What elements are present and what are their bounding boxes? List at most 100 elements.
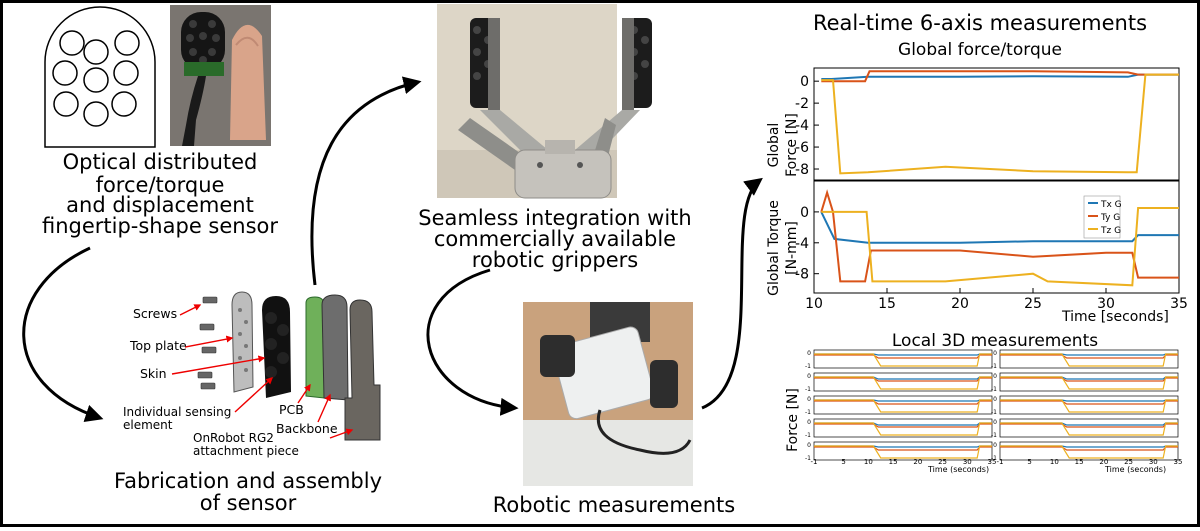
force-ytick-label: -8 bbox=[795, 162, 809, 178]
local-ytick-label: -1 bbox=[991, 386, 997, 393]
local-series-orange bbox=[1000, 377, 1178, 382]
local-panel bbox=[999, 349, 1179, 369]
torque-plot-frame bbox=[813, 180, 1180, 294]
fabrication-caption-line-1: Fabrication and assembly bbox=[114, 469, 382, 493]
integration-caption-line-3: robotic grippers bbox=[472, 248, 638, 272]
local-xtick-label: 35 bbox=[988, 458, 997, 466]
local-ytick-label: 0 bbox=[807, 373, 811, 380]
legend-label-0: Tx G bbox=[1100, 200, 1122, 210]
torque-xtick-label: 30 bbox=[1097, 296, 1115, 312]
local-series-yellow bbox=[1000, 376, 1178, 390]
torque-ytick-label: 0 bbox=[800, 205, 809, 221]
arrow-fabrication-to-integration bbox=[310, 76, 422, 286]
local-3d-charts: 0-10-10-10-10-10-10-10-10-10-1 Force [N]… bbox=[785, 349, 1183, 474]
torque-xtick-label: 20 bbox=[951, 296, 969, 312]
local-ytick-label: -1 bbox=[991, 409, 997, 416]
local-xtick-label: 15 bbox=[1075, 458, 1084, 466]
label-pcb: PCB bbox=[279, 402, 304, 417]
local-ytick-label: -1 bbox=[805, 386, 811, 393]
local-ytick-label: 0 bbox=[807, 442, 811, 449]
local-xtick-label: 15 bbox=[889, 458, 898, 466]
local-ytick-label: -1 bbox=[805, 363, 811, 370]
global-title: Global force/torque bbox=[898, 40, 1062, 60]
global-force-chart: 0-2-4-6-8 Global Force [N] bbox=[766, 67, 1180, 181]
local-xtick-label: 35 bbox=[1174, 458, 1183, 466]
flow-arrows bbox=[22, 76, 763, 423]
local-xtick-label: -1 bbox=[811, 458, 818, 466]
local-xtick-label: 5 bbox=[841, 458, 845, 466]
sensor-photo bbox=[170, 5, 271, 146]
local-ytick-label: 0 bbox=[993, 419, 997, 426]
local-ytick-label: 0 bbox=[807, 396, 811, 403]
arrow-integration-to-robotic bbox=[426, 268, 519, 416]
local-ytick-label: -1 bbox=[805, 432, 811, 439]
local-ytick-label: 0 bbox=[993, 373, 997, 380]
label-top-plate: Top plate bbox=[129, 338, 187, 353]
arrow-sensor-to-fabrication bbox=[22, 246, 104, 423]
local-xtick-label: 30 bbox=[963, 458, 972, 466]
torque-xtick-label: 10 bbox=[805, 296, 823, 312]
label-screws: Screws bbox=[133, 306, 177, 321]
torque-xtick-label: 25 bbox=[1024, 296, 1042, 312]
local-panel bbox=[813, 372, 993, 392]
force-plot-frame bbox=[813, 67, 1180, 181]
label-sensing-element-line-1: Individual sensing bbox=[123, 405, 231, 419]
local-series-orange bbox=[814, 377, 992, 382]
local-xtick-label: 10 bbox=[1050, 458, 1059, 466]
local-series-yellow bbox=[814, 353, 992, 367]
force-series-2 bbox=[821, 73, 1179, 175]
local-panel bbox=[813, 395, 993, 415]
sensor-caption-line-3: and displacement bbox=[66, 193, 254, 217]
local-panel bbox=[999, 418, 1179, 438]
torque-legend: Tx G Ty G Tz G bbox=[1083, 195, 1122, 239]
torque-ytick-label: -8 bbox=[795, 267, 809, 283]
integration-caption-line-1: Seamless integration with bbox=[418, 206, 691, 230]
local-panel bbox=[813, 418, 993, 438]
local-series-yellow bbox=[1000, 422, 1178, 436]
local-series-orange bbox=[1000, 354, 1178, 359]
local-series-yellow bbox=[814, 422, 992, 436]
robotic-caption: Robotic measurements bbox=[493, 493, 735, 517]
force-ylabel-line-2: Force [N] bbox=[784, 113, 800, 177]
local-series-orange bbox=[814, 400, 992, 405]
torque-series-1 bbox=[820, 189, 1179, 283]
legend-label-1: Ty G bbox=[1100, 213, 1120, 223]
local-series-yellow bbox=[1000, 353, 1178, 367]
local-xtick-label: 20 bbox=[913, 458, 922, 466]
sensor-caption-line-2: force/torque bbox=[96, 173, 225, 197]
gripper-photo bbox=[437, 4, 652, 199]
local-xtick-label: -1 bbox=[997, 458, 1004, 466]
local-ytick-label: -1 bbox=[805, 455, 811, 462]
sensor-schematic bbox=[44, 6, 156, 148]
force-ytick-label: -2 bbox=[795, 96, 809, 112]
local-series-yellow bbox=[1000, 445, 1178, 459]
sensor-assembly-view bbox=[197, 291, 381, 441]
arrow-robotic-to-measurements bbox=[701, 177, 763, 410]
local-panel bbox=[813, 441, 993, 461]
sensor-caption-line-1: Optical distributed bbox=[63, 150, 258, 174]
local-panel bbox=[999, 395, 1179, 415]
label-backbone: Backbone bbox=[276, 421, 338, 436]
local-title: Local 3D measurements bbox=[892, 331, 1098, 351]
robot-photo bbox=[523, 302, 693, 486]
torque-series-2 bbox=[821, 207, 1179, 287]
torque-xtick-label: 35 bbox=[1170, 296, 1188, 312]
integration-caption-line-2: commercially available bbox=[434, 227, 676, 251]
torque-ylabel-line-1: Global Torque bbox=[766, 200, 782, 296]
local-ytick-label: 0 bbox=[807, 350, 811, 357]
torque-xlabel: Time [seconds] bbox=[1061, 309, 1169, 325]
force-ytick-label: -6 bbox=[795, 140, 809, 156]
realtime-title: Real-time 6-axis measurements bbox=[813, 11, 1147, 35]
force-ylabel-line-1: Global bbox=[766, 123, 782, 168]
force-ytick-label: -4 bbox=[795, 118, 809, 134]
local-ylabel: Force [N] bbox=[785, 388, 801, 452]
legend-label-2: Tz G bbox=[1100, 226, 1121, 236]
local-series-yellow bbox=[1000, 399, 1178, 413]
local-ytick-label: -1 bbox=[805, 409, 811, 416]
local-ytick-label: 0 bbox=[993, 396, 997, 403]
local-ytick-label: -1 bbox=[991, 455, 997, 462]
